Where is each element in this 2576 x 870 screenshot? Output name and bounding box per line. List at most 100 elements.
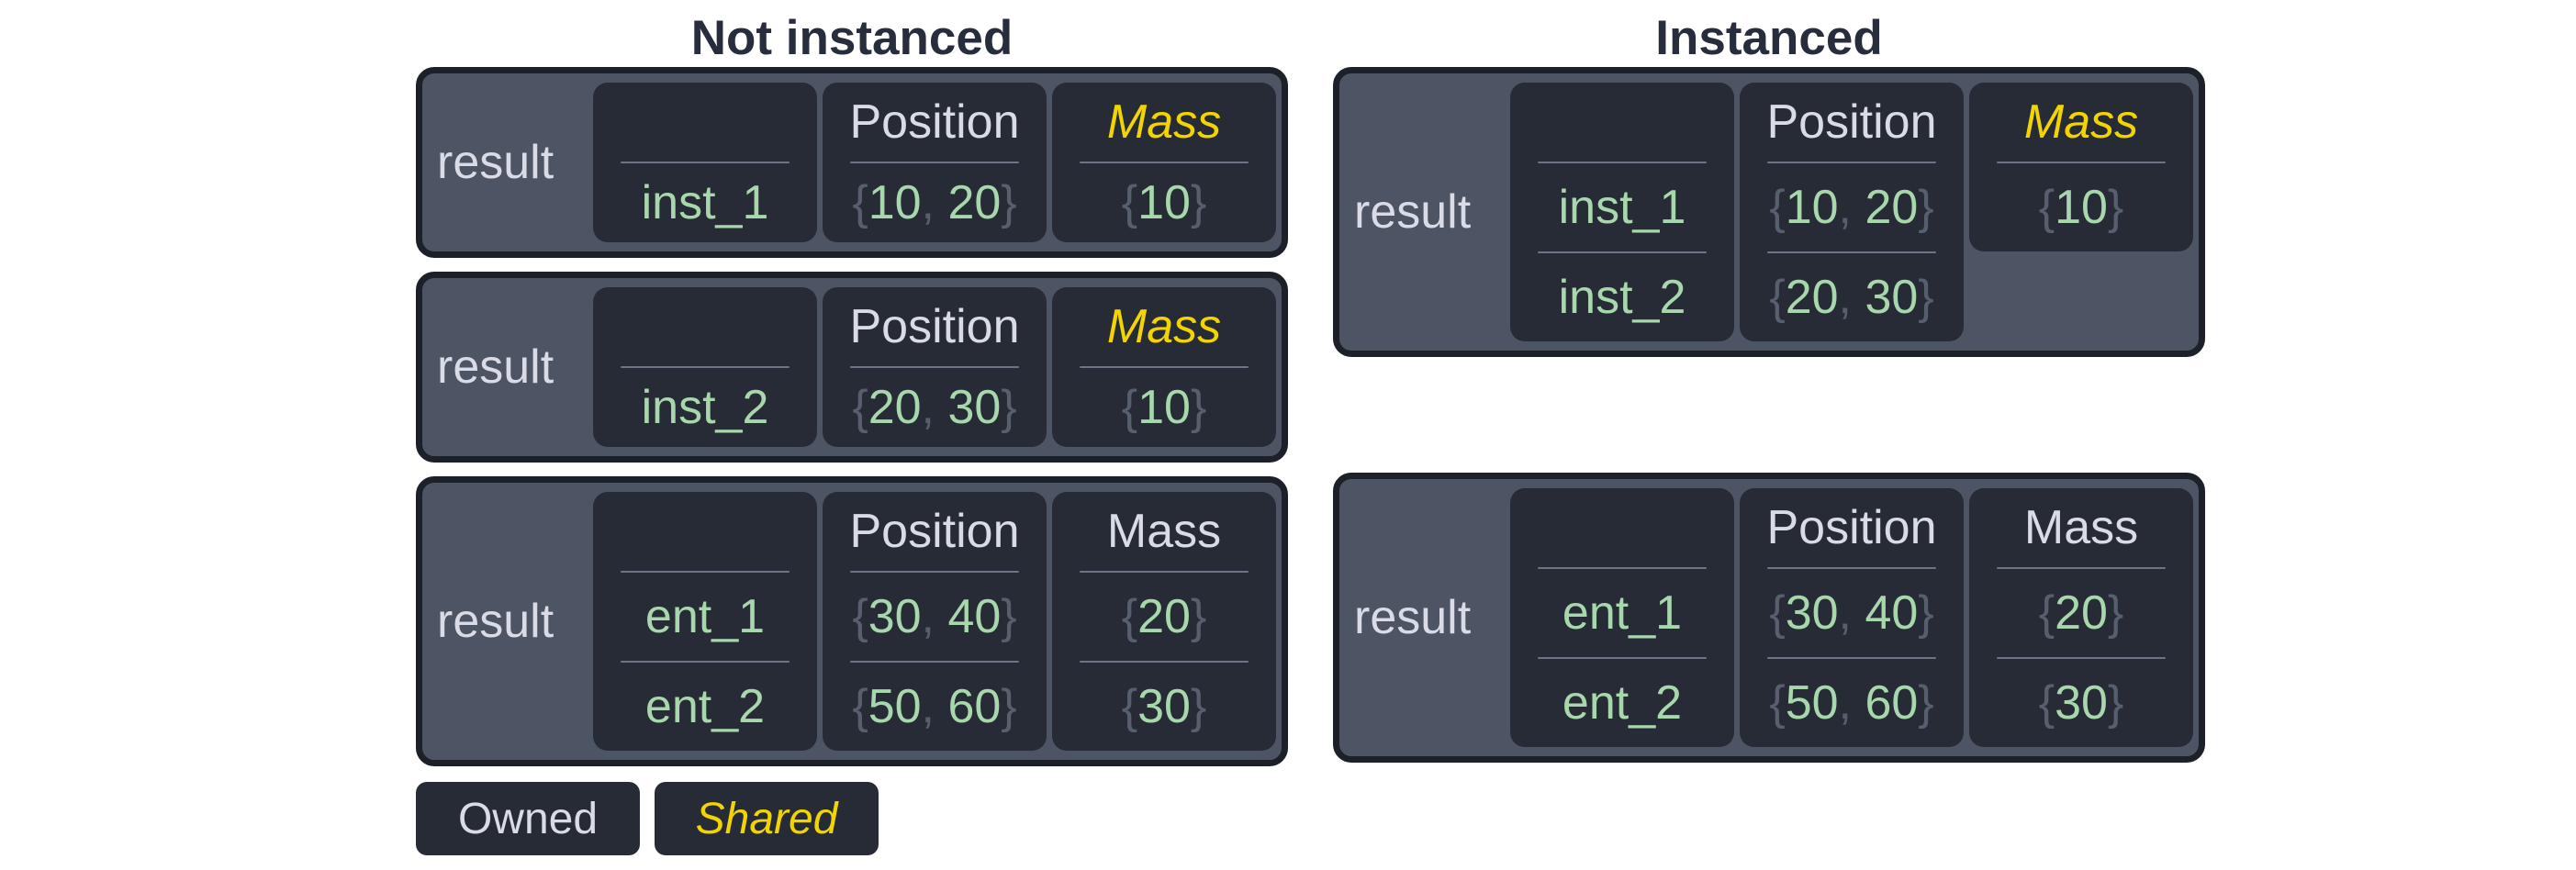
entity-name: ent_2 bbox=[644, 680, 766, 733]
brace-open-glyph: { bbox=[1121, 590, 1138, 643]
component-header bbox=[593, 492, 817, 571]
component-card: Mass {10} bbox=[1969, 83, 2193, 251]
legend-chip-owned: Owned bbox=[416, 782, 640, 855]
card-divider bbox=[1767, 657, 1936, 659]
entity-name: ent_2 bbox=[1562, 676, 1683, 730]
number-value: 20 bbox=[1865, 181, 1919, 234]
component-value-cell: {20, 30} bbox=[823, 368, 1047, 447]
entity-name: ent_1 bbox=[1562, 586, 1683, 640]
legend: Owned Shared bbox=[416, 782, 1288, 855]
number-value: 20 bbox=[2055, 586, 2108, 640]
result-table: result inst_2 Position {20, 30} Mass {10… bbox=[416, 272, 1288, 463]
number-value: 30 bbox=[2055, 676, 2108, 730]
result-table: result ent_1 ent_2 Position {30, 40}{50,… bbox=[1333, 473, 2205, 763]
number-value: 10 bbox=[2055, 181, 2108, 234]
card-divider bbox=[621, 366, 790, 368]
card-divider bbox=[1538, 567, 1707, 569]
number-value: 10 bbox=[1137, 176, 1191, 229]
entity-name: inst_2 bbox=[641, 381, 769, 434]
brace-open-glyph: { bbox=[1121, 381, 1138, 434]
brace-open-glyph: { bbox=[1121, 176, 1138, 229]
component-card: Mass {10} bbox=[1052, 287, 1276, 447]
column-not-instanced: Not instanced result inst_1 Position {10… bbox=[416, 13, 1288, 855]
card-divider bbox=[1997, 657, 2166, 659]
card-divider bbox=[621, 661, 790, 663]
component-header: Mass bbox=[1106, 95, 1222, 149]
component-card: inst_1 inst_2 bbox=[1510, 83, 1734, 341]
result-label: result bbox=[437, 595, 554, 648]
card-divider bbox=[1997, 162, 2166, 163]
card-divider bbox=[850, 366, 1019, 368]
entity-name: inst_1 bbox=[641, 176, 769, 229]
component-value-cell: {50, 60} bbox=[1740, 659, 1964, 747]
component-header: Mass bbox=[2023, 95, 2139, 149]
brace-open-glyph: { bbox=[1769, 271, 1786, 324]
component-card: Mass {20}{30} bbox=[1052, 492, 1276, 751]
brace-close-glyph: } bbox=[1918, 586, 1934, 640]
comma-separator: , bbox=[1838, 181, 1865, 234]
number-value: 40 bbox=[947, 590, 1002, 643]
component-card: Position {30, 40}{50, 60} bbox=[1740, 488, 1964, 747]
card-divider bbox=[1997, 567, 2166, 569]
column-tables: result inst_1 Position {10, 20} Mass {10… bbox=[416, 67, 1288, 766]
column-tables: result inst_1 inst_2 Position {10, 20} {2… bbox=[1333, 67, 2205, 763]
card-divider bbox=[1538, 162, 1707, 163]
comma-separator: , bbox=[921, 680, 948, 733]
number-value: 30 bbox=[947, 381, 1002, 434]
component-header: Mass bbox=[1106, 505, 1222, 558]
entity-name-cell: ent_2 bbox=[1510, 659, 1734, 747]
comma-separator: , bbox=[1838, 676, 1865, 730]
card-divider bbox=[1080, 366, 1249, 368]
component-value-cell: {30} bbox=[1052, 663, 1276, 751]
component-header: Position bbox=[1766, 501, 1937, 554]
component-value-cell: {30, 40} bbox=[823, 573, 1047, 661]
card-divider bbox=[1767, 567, 1936, 569]
component-value-cell: {20} bbox=[1052, 573, 1276, 661]
entity-name-cell: inst_2 bbox=[593, 368, 817, 447]
component-cards: inst_1 inst_2 Position {10, 20}{20, 30} … bbox=[1510, 83, 2193, 341]
number-value: 50 bbox=[868, 680, 922, 733]
result-label: result bbox=[437, 136, 554, 189]
number-value: 40 bbox=[1865, 586, 1919, 640]
component-value-cell: {50, 60} bbox=[823, 663, 1047, 751]
brace-close-glyph: } bbox=[2107, 181, 2124, 234]
number-value: 20 bbox=[1785, 271, 1839, 324]
component-header: Mass bbox=[2023, 501, 2139, 554]
brace-open-glyph: { bbox=[1769, 586, 1786, 640]
component-value-cell: {30, 40} bbox=[1740, 569, 1964, 657]
brace-open-glyph: { bbox=[852, 590, 868, 643]
legend-label: Shared bbox=[695, 794, 838, 843]
entity-name-cell: inst_1 bbox=[593, 163, 817, 242]
brace-open-glyph: { bbox=[2038, 181, 2055, 234]
card-divider bbox=[1080, 162, 1249, 163]
brace-close-glyph: } bbox=[2107, 586, 2124, 640]
column-instanced: Instanced result inst_1 inst_2 Position … bbox=[1333, 13, 2205, 763]
component-header bbox=[593, 287, 817, 366]
component-card: ent_1 ent_2 bbox=[593, 492, 817, 751]
card-divider bbox=[1767, 251, 1936, 253]
component-cards: ent_1 ent_2 Position {30, 40}{50, 60} Ma… bbox=[593, 492, 1276, 751]
number-value: 50 bbox=[1785, 676, 1839, 730]
card-divider bbox=[1538, 657, 1707, 659]
component-card: Position {30, 40}{50, 60} bbox=[823, 492, 1047, 751]
component-cards: ent_1 ent_2 Position {30, 40}{50, 60} Ma… bbox=[1510, 488, 2193, 747]
number-value: 30 bbox=[1137, 680, 1191, 733]
comma-separator: , bbox=[921, 590, 948, 643]
column-title: Instanced bbox=[1655, 11, 1883, 65]
component-header: Position bbox=[849, 95, 1020, 149]
brace-close-glyph: } bbox=[1918, 271, 1934, 324]
comma-separator: , bbox=[1838, 271, 1865, 324]
entity-name-cell: ent_1 bbox=[593, 573, 817, 661]
brace-open-glyph: { bbox=[1769, 181, 1786, 234]
result-table: result inst_1 inst_2 Position {10, 20}{2… bbox=[1333, 67, 2205, 357]
result-table: result ent_1 ent_2 Position {30, 40}{50,… bbox=[416, 476, 1288, 766]
number-value: 10 bbox=[1785, 181, 1839, 234]
result-label: result bbox=[1354, 591, 1472, 644]
legend-label: Owned bbox=[457, 794, 599, 843]
result-table: result inst_1 Position {10, 20} Mass {10… bbox=[416, 67, 1288, 258]
brace-close-glyph: } bbox=[1190, 176, 1207, 229]
number-value: 30 bbox=[1865, 271, 1919, 324]
number-value: 20 bbox=[1137, 590, 1191, 643]
component-card: Mass {20}{30} bbox=[1969, 488, 2193, 747]
brace-open-glyph: { bbox=[852, 381, 868, 434]
